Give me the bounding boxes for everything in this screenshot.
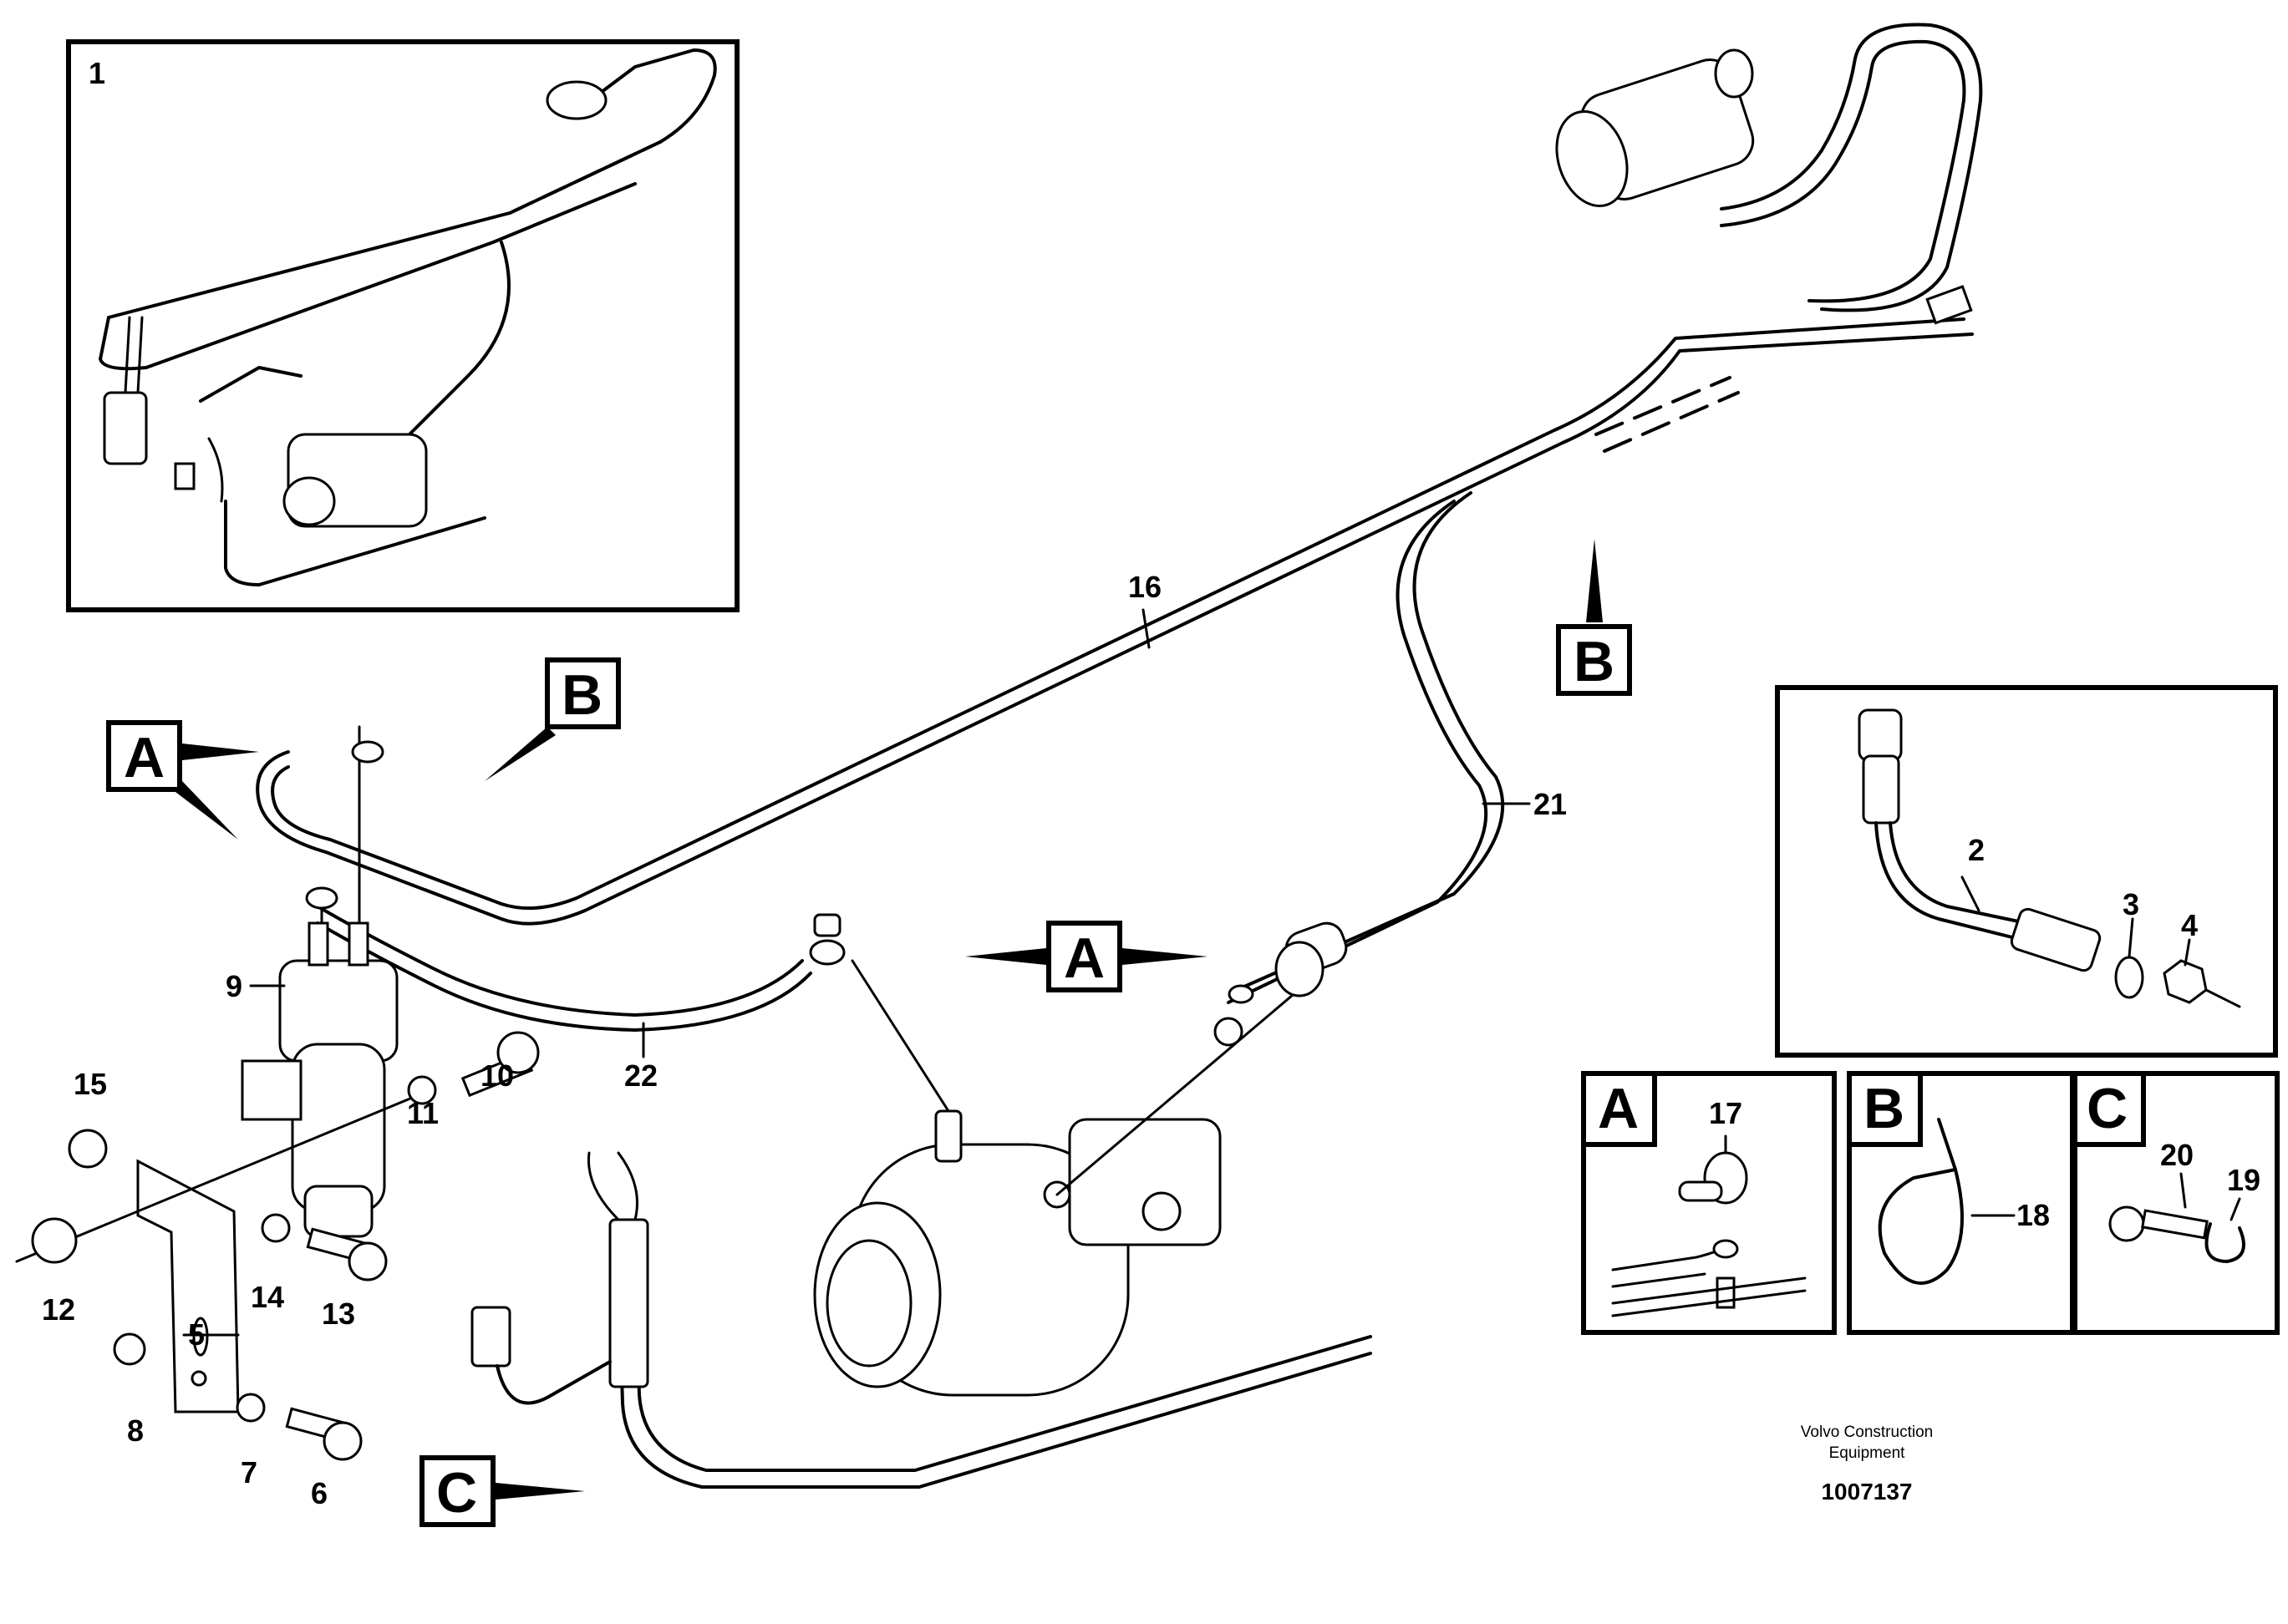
- view-letter-a-center: A: [965, 921, 1208, 992]
- callout-21: 21: [1533, 787, 1567, 821]
- callout-8: 8: [127, 1413, 144, 1448]
- inset-label: 1: [89, 56, 105, 90]
- svg-text:B: B: [562, 663, 603, 727]
- callout-16: 16: [1128, 570, 1162, 604]
- callout-4: 4: [2181, 908, 2198, 942]
- pressure-switch: [241, 725, 399, 1238]
- svg-text:A: A: [1064, 926, 1105, 990]
- svg-text:A: A: [1598, 1077, 1639, 1140]
- inset-overview: 1: [66, 39, 740, 612]
- view-letter-c: C: [419, 1455, 585, 1527]
- callout-7: 7: [241, 1455, 257, 1490]
- callout-20: 20: [2160, 1138, 2194, 1172]
- caption-line1: Volvo Construction: [1801, 1424, 1933, 1441]
- detail-box-sensor: 2 3 4: [1775, 685, 2278, 1058]
- callout-19: 19: [2227, 1163, 2260, 1197]
- callout-22: 22: [624, 1058, 658, 1093]
- svg-text:B: B: [1574, 630, 1614, 693]
- callout-9: 9: [226, 969, 242, 1003]
- connector-plug: [1213, 921, 1348, 1047]
- callout-15: 15: [74, 1067, 107, 1101]
- svg-text:A: A: [124, 726, 165, 789]
- pump-motor: [813, 959, 1305, 1397]
- detail-box-a: A 17: [1581, 1071, 1837, 1335]
- detail-box-c: C 20 19: [2070, 1071, 2280, 1335]
- beacon-light-top: [1555, 48, 1755, 208]
- detail-box-b: B 18: [1847, 1071, 2077, 1335]
- callout-6: 6: [311, 1476, 328, 1510]
- callout-2: 2: [1968, 833, 1985, 867]
- callout-numbers: 5 6 7 8 9 10 11 12 13 14 15 16 21 22: [42, 570, 1567, 1510]
- caption-line2: Equipment: [1829, 1444, 1906, 1462]
- svg-text:B: B: [1863, 1077, 1904, 1140]
- view-letter-a-left: A: [106, 720, 259, 840]
- drawing-number: 1007137: [1821, 1479, 1912, 1505]
- callout-18: 18: [2016, 1198, 2050, 1232]
- view-letter-b-right: B: [1556, 539, 1632, 696]
- callout-10: 10: [480, 1058, 514, 1093]
- mounting-bracket: [15, 1089, 432, 1413]
- callout-11: 11: [407, 1096, 439, 1130]
- main-harness: [15, 23, 1983, 1489]
- callout-17: 17: [1709, 1096, 1742, 1130]
- view-letter-b-left: B: [485, 657, 621, 781]
- svg-text:C: C: [2087, 1077, 2128, 1140]
- callout-13: 13: [322, 1297, 355, 1331]
- svg-text:C: C: [436, 1461, 477, 1525]
- callout-12: 12: [42, 1292, 75, 1327]
- fasteners: [31, 1031, 540, 1461]
- callout-14: 14: [251, 1280, 284, 1314]
- callout-3: 3: [2123, 887, 2139, 921]
- caption: Volvo Construction Equipment 1007137: [1801, 1424, 1933, 1505]
